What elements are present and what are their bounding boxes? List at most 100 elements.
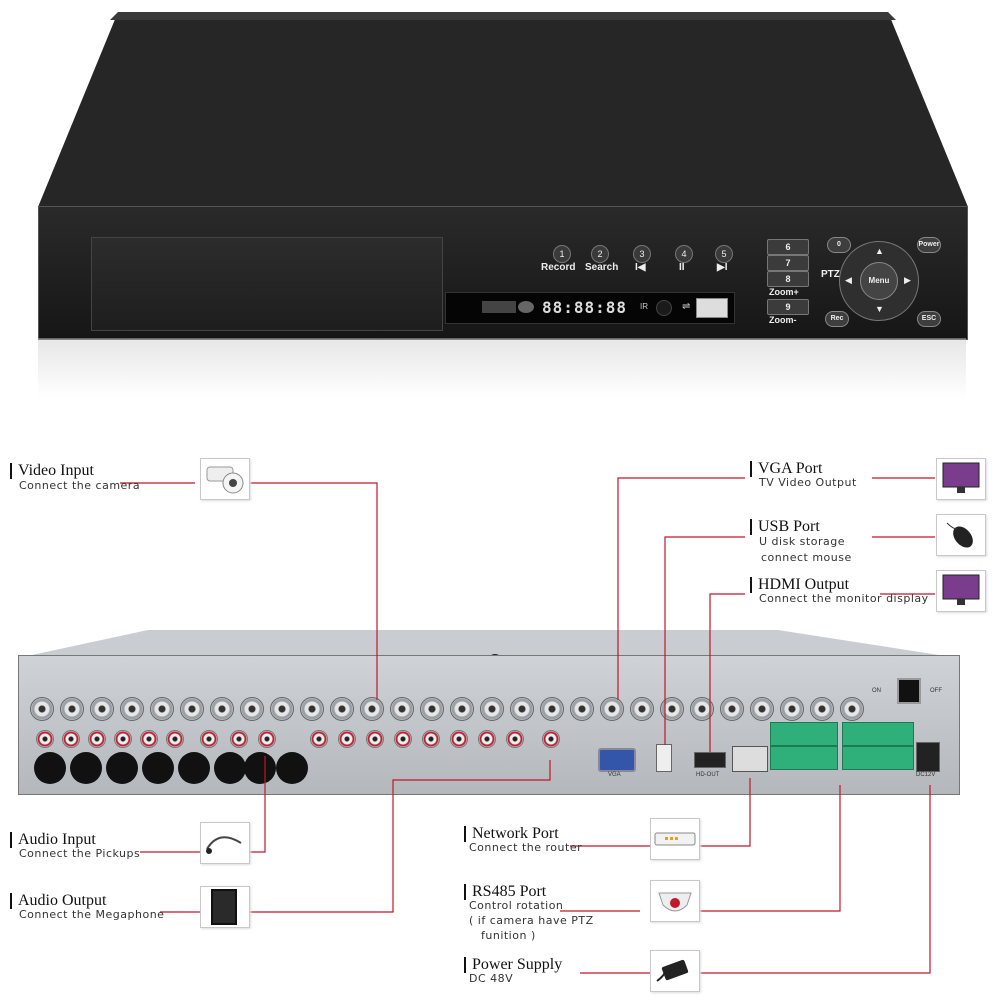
mouse-icon <box>936 514 986 556</box>
esc-button[interactable]: ESC <box>917 311 941 327</box>
bnc-connector[interactable] <box>600 697 624 721</box>
bnc-connector[interactable] <box>510 697 534 721</box>
bnc-connector[interactable] <box>30 697 54 721</box>
rec-button[interactable]: Rec <box>825 311 849 327</box>
power-button[interactable]: Power <box>917 237 941 253</box>
hdmi-port[interactable] <box>694 752 726 768</box>
bnc-connector[interactable] <box>120 697 144 721</box>
blank-plug <box>70 752 102 784</box>
blank-plug <box>106 752 138 784</box>
front-reflection <box>38 338 966 398</box>
alarm-terminal-block[interactable] <box>770 746 838 770</box>
status-led-icon <box>518 301 534 313</box>
bnc-connector[interactable] <box>210 697 234 721</box>
dc-power-jack[interactable] <box>916 742 940 772</box>
arrow-right-icon[interactable]: ▶ <box>904 275 911 285</box>
blank-plug <box>178 752 210 784</box>
bnc-connector[interactable] <box>240 697 264 721</box>
rca-jack[interactable] <box>88 730 106 748</box>
search-button[interactable]: 2 <box>591 245 609 263</box>
rca-jack[interactable] <box>422 730 440 748</box>
bnc-connector[interactable] <box>60 697 84 721</box>
rca-jack[interactable] <box>114 730 132 748</box>
bnc-connector[interactable] <box>810 697 834 721</box>
network-port[interactable] <box>732 746 768 772</box>
rca-jack[interactable] <box>140 730 158 748</box>
rca-jack[interactable] <box>310 730 328 748</box>
hdmi-output-subtitle: Connect the monitor display <box>759 592 929 605</box>
prev-button[interactable]: 3 <box>633 245 651 263</box>
bnc-connector[interactable] <box>630 697 654 721</box>
prev-icon: I◀ <box>635 262 646 273</box>
zero-button[interactable]: 0 <box>827 237 851 253</box>
bnc-connector[interactable] <box>90 697 114 721</box>
rca-jack[interactable] <box>62 730 80 748</box>
switch-off-label: OFF <box>930 688 942 694</box>
arrow-left-icon[interactable]: ◀ <box>845 275 852 285</box>
bnc-connector[interactable] <box>180 697 204 721</box>
bnc-connector[interactable] <box>750 697 774 721</box>
rs485-port-subtitle-1: Control rotation <box>469 899 564 912</box>
bnc-connector[interactable] <box>660 697 684 721</box>
hdd-led-icon <box>482 301 516 313</box>
menu-button[interactable]: Menu <box>860 262 898 300</box>
rca-jack[interactable] <box>394 730 412 748</box>
arrow-up-icon[interactable]: ▲ <box>875 246 884 256</box>
usb-symbol-icon: ⇌ <box>682 301 691 312</box>
hdmi-output-title: HDMI Output <box>750 577 849 593</box>
rca-jack[interactable] <box>338 730 356 748</box>
bnc-connector[interactable] <box>390 697 414 721</box>
audio-out-jack[interactable] <box>542 730 560 748</box>
bnc-connector[interactable] <box>780 697 804 721</box>
bnc-connector[interactable] <box>570 697 594 721</box>
rca-jack[interactable] <box>366 730 384 748</box>
alarm-terminal-block[interactable] <box>842 746 914 770</box>
bnc-connector[interactable] <box>330 697 354 721</box>
bnc-connector[interactable] <box>720 697 744 721</box>
rca-jack[interactable] <box>36 730 54 748</box>
bnc-connector[interactable] <box>480 697 504 721</box>
ptz-key-9[interactable]: 9 <box>767 299 809 315</box>
record-button[interactable]: 1 <box>553 245 571 263</box>
bnc-connector[interactable] <box>840 697 864 721</box>
front-usb-port[interactable] <box>696 298 728 318</box>
monitor-icon <box>936 458 986 500</box>
rca-jack[interactable] <box>478 730 496 748</box>
usb-port-subtitle-1: U disk storage <box>759 535 845 548</box>
dvr-front-panel: 1 Record 2 Search 3 I◀ 4 II 5 ▶I 6 7 8 Z… <box>38 206 968 340</box>
vga-port-label: VGA <box>608 772 621 778</box>
bnc-connector[interactable] <box>450 697 474 721</box>
blank-plug <box>142 752 174 784</box>
bnc-connector[interactable] <box>300 697 324 721</box>
arrow-down-icon[interactable]: ▼ <box>875 304 884 314</box>
next-button[interactable]: 5 <box>715 245 733 263</box>
ptz-key-7[interactable]: 7 <box>767 255 809 271</box>
ptz-key-6[interactable]: 6 <box>767 239 809 255</box>
rca-jack[interactable] <box>450 730 468 748</box>
power-switch[interactable] <box>897 678 921 704</box>
rca-jack[interactable] <box>258 730 276 748</box>
alarm-terminal-block[interactable] <box>842 722 914 746</box>
dvr-top-cover <box>38 12 968 207</box>
ptz-key-8[interactable]: 8 <box>767 271 809 287</box>
rs485-port-title: RS485 Port <box>464 884 546 900</box>
rs485-terminal-block[interactable] <box>770 722 838 746</box>
bnc-connector[interactable] <box>270 697 294 721</box>
rca-jack[interactable] <box>166 730 184 748</box>
power-adapter-icon <box>650 950 700 992</box>
vga-port[interactable] <box>598 748 636 772</box>
rca-jack[interactable] <box>230 730 248 748</box>
rca-jack[interactable] <box>200 730 218 748</box>
bnc-connector[interactable] <box>540 697 564 721</box>
vga-port-title: VGA Port <box>750 461 822 477</box>
bnc-connector[interactable] <box>360 697 384 721</box>
vga-port-subtitle: TV Video Output <box>759 476 857 489</box>
ptz-camera-icon <box>650 880 700 922</box>
zoom-minus-label: Zoom- <box>769 315 797 325</box>
navigation-ring[interactable]: Menu ▲ ▼ ◀ ▶ <box>839 241 919 321</box>
pause-button[interactable]: 4 <box>675 245 693 263</box>
bnc-connector[interactable] <box>420 697 444 721</box>
usb-port[interactable] <box>656 744 672 772</box>
bnc-connector[interactable] <box>150 697 174 721</box>
rca-jack[interactable] <box>506 730 524 748</box>
